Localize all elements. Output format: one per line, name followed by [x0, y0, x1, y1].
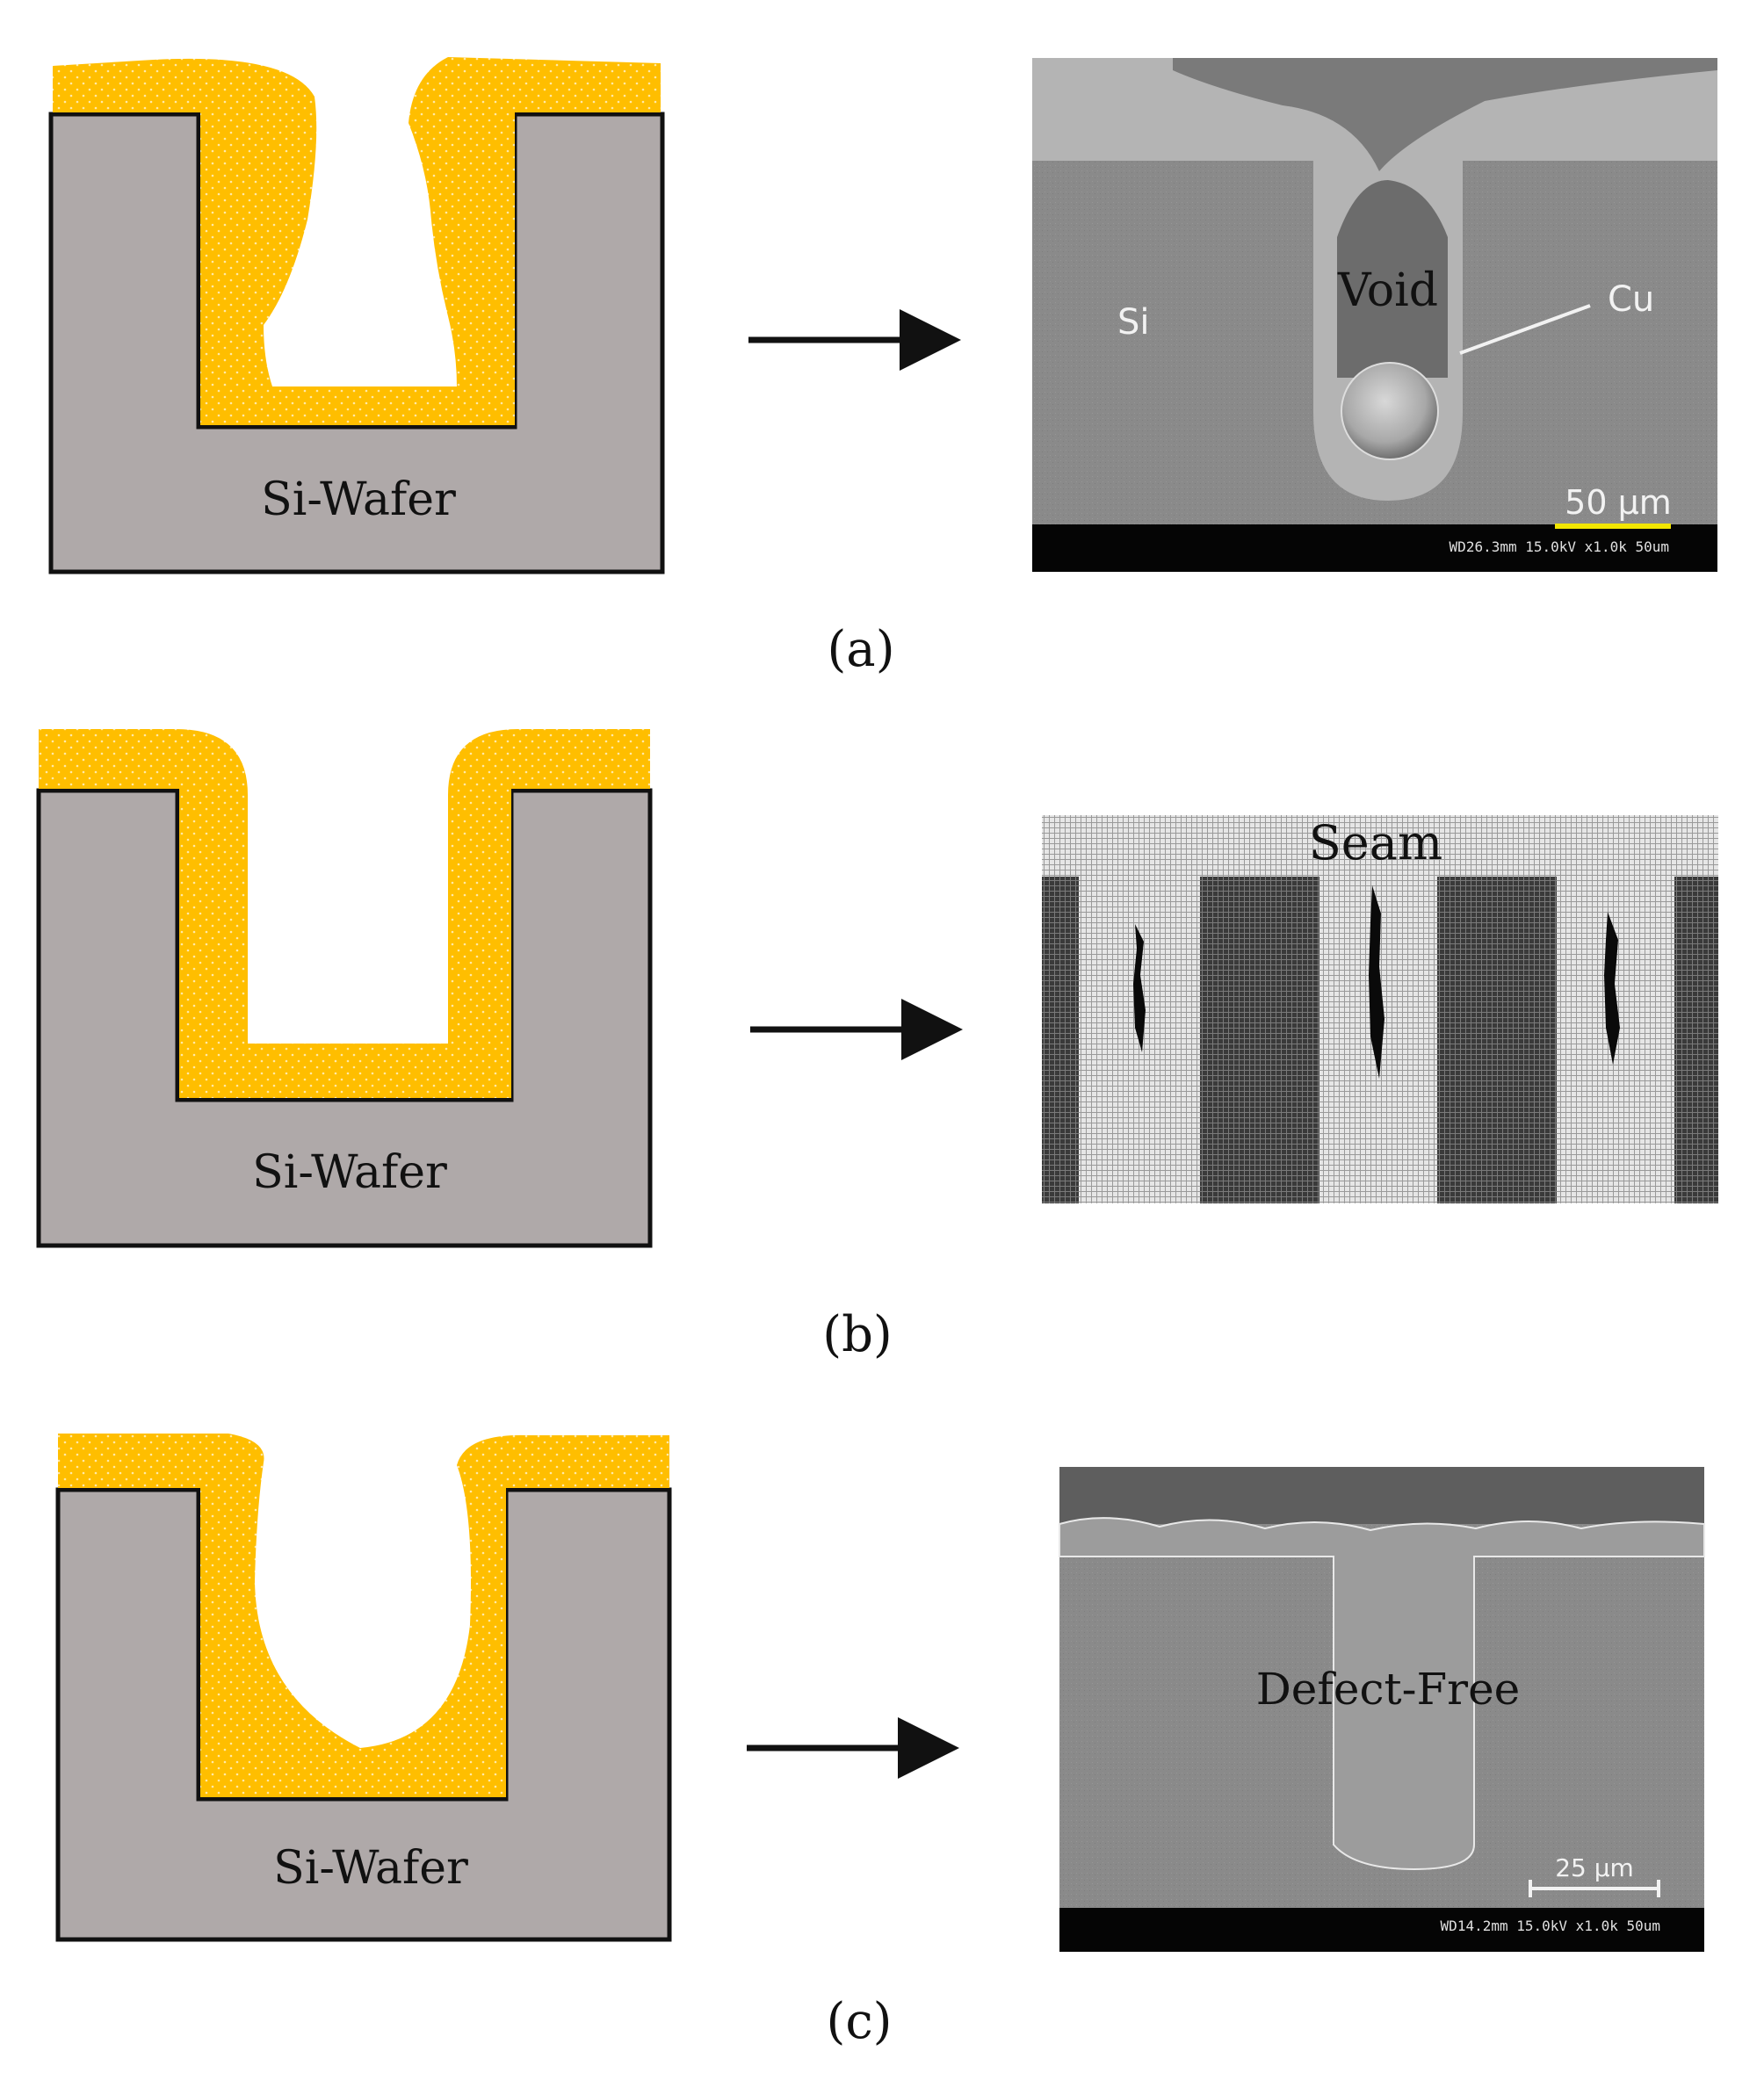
sem-info-a: WD26.3mm 15.0kV x1.0k 50um: [1450, 538, 1669, 555]
caption-a: (a): [827, 621, 894, 678]
wafer-label-b: Si-Wafer: [252, 1146, 447, 1199]
wafer-label-c: Si-Wafer: [273, 1842, 468, 1895]
panel-a: Si-Wafer Void Cu Si 50 µm WD26.3mm 15.0k…: [48, 57, 1717, 678]
caption-b: (b): [822, 1306, 893, 1363]
seam-crack-2: [1369, 885, 1384, 1079]
sem-info-c: WD14.2mm 15.0kV x1.0k 50um: [1441, 1918, 1660, 1934]
panel-b: Si-Wafer Seam (b): [36, 729, 1718, 1363]
seam-crack-1: [1133, 924, 1146, 1052]
schematic-c: Si-Wafer: [55, 1434, 672, 1942]
defect-free-label: Defect-Free: [1256, 1664, 1521, 1715]
copper-fill-b: [39, 729, 650, 1098]
sem-image-b: Seam: [1042, 815, 1718, 1203]
copper-fill-a: [53, 57, 661, 425]
sem-image-c: Defect-Free 25 µm WD14.2mm 15.0kV x1.0k …: [1059, 1467, 1705, 1952]
si-label: Si: [1117, 302, 1150, 343]
caption-c: (c): [826, 1993, 892, 2050]
wafer-label-a: Si-Wafer: [261, 473, 456, 526]
void-label: Void: [1337, 264, 1438, 317]
seam-label: Seam: [1309, 815, 1442, 870]
copper-fill-c: [58, 1434, 669, 1797]
seam-crack-3: [1604, 912, 1620, 1065]
sem-image-a: Void Cu Si 50 µm WD26.3mm 15.0kV x1.0k 5…: [1032, 58, 1717, 572]
schematic-a: Si-Wafer: [48, 57, 665, 574]
cu-label: Cu: [1608, 279, 1654, 320]
schematic-b: Si-Wafer: [36, 729, 653, 1248]
panel-c: Si-Wafer Defect-Free 25 µm WD14.2mm 15.0…: [55, 1434, 1705, 2050]
scale-label-a: 50 µm: [1565, 483, 1672, 522]
scale-label-c: 25 µm: [1555, 1853, 1634, 1882]
